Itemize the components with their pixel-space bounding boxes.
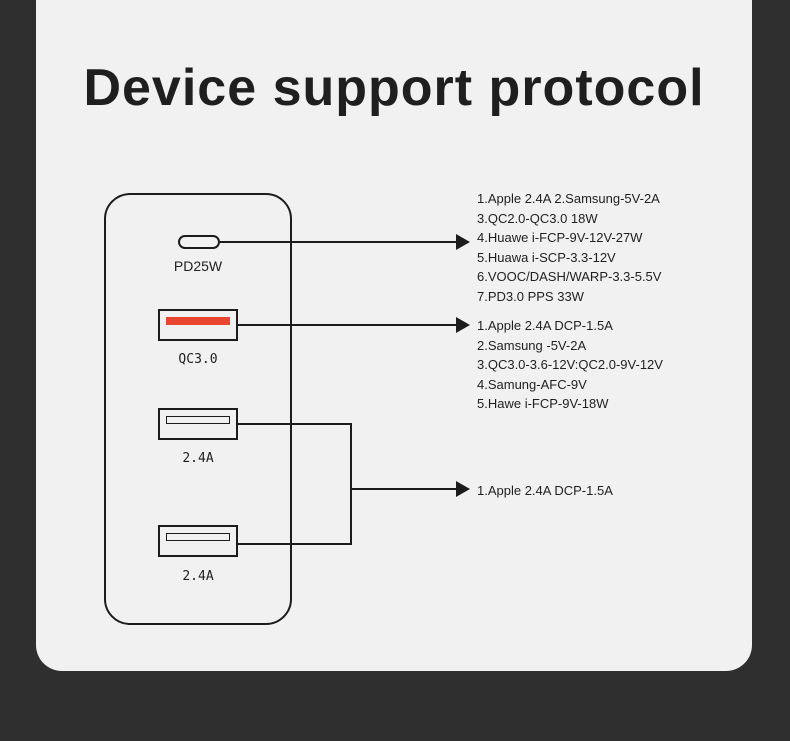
list-item: 4.Huawe i-FCP-9V-12V-27W [477,230,643,246]
qc-arrow-icon [456,317,470,333]
usb2-port-label: 2.4A [182,569,214,584]
list-item: 1.Apple 2.4A DCP-1.5A [477,318,613,333]
page-title: Device support protocol [83,59,705,117]
usb-a-port-1-icon [158,408,238,440]
pd-port-label: PD25W [173,258,223,274]
usb-protocol-list: 1.Apple 2.4A DCP-1.5A [477,481,613,501]
list-item: 3.QC3.0-3.6-12V:QC2.0-9V-12V [477,357,663,373]
list-item: 3.QC2.0-QC3.0 18W [477,210,598,226]
list-item: 2.Samsung -5V-2A [477,337,587,353]
list-item: 1.Apple 2.4A DCP-1.5A [477,483,613,498]
usb-arrow-icon [456,481,470,497]
qc-protocol-list: 1.Apple 2.4A DCP-1.5A 2.Samsung -5V-2A 3… [477,316,663,414]
list-item: 6.VOOC/DASH/WARP-3.3-5.5V [477,269,662,285]
usb1-port-label: 2.4A [182,451,214,466]
list-item: 1.Apple 2.4A 2.Samsung-5V-2A [477,191,660,206]
card-panel [36,0,752,671]
list-item: 4.Samung-AFC-9V [477,376,587,392]
usb-bracket-line [238,423,352,545]
list-item: 5.Huawa i-SCP-3.3-12V [477,249,616,265]
qc-port-tongue [166,317,230,325]
pd-protocol-list: 1.Apple 2.4A 2.Samsung-5V-2A 3.QC2.0-QC3… [477,189,661,307]
list-item: 5.Hawe i-FCP-9V-18W [477,396,609,412]
usb1-port-tongue [166,416,230,424]
usb-a-port-2-icon [158,525,238,557]
usb2-port-tongue [166,533,230,541]
charger-body [104,193,292,625]
list-item: 7.PD3.0 PPS 33W [477,288,584,304]
qc-port-label: QC3.0 [178,352,218,367]
usb-c-port-icon [178,235,220,249]
usb-a-qc-port-icon [158,309,238,341]
pd-arrow-icon [456,234,470,250]
